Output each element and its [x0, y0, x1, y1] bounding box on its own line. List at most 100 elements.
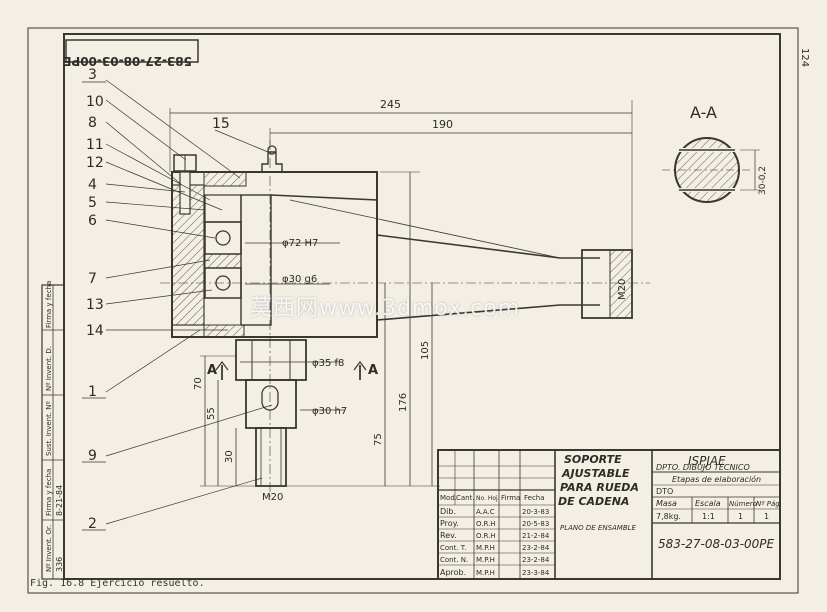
balloon-15: 15: [212, 116, 230, 132]
tb-scale-header: Escala: [695, 499, 721, 508]
side-label-2: Sust. Invent. Nº: [45, 401, 53, 456]
tb-stage-label: Etapas de elaboración: [672, 474, 761, 484]
balloon-2: 2: [88, 516, 97, 532]
tb-number-header: Número: [729, 500, 757, 508]
section-marker-right: A: [368, 363, 378, 378]
tb-row-0-name: A.A.C: [476, 508, 495, 516]
housing-bottom-lip: [203, 324, 245, 338]
grease-nipple: [261, 151, 283, 172]
housing-top-lip: [203, 171, 247, 187]
code-stamp: 583-27-08-03-00PE: [63, 39, 199, 68]
tb-row-4-name: M.P.H: [476, 556, 495, 564]
tb-drawing-number: 583-27-08-03-00PE: [658, 537, 775, 551]
arm-bottom-edge: [376, 304, 600, 321]
bearing-spacer: [204, 253, 242, 269]
section-dim: 30-0,2: [758, 166, 768, 195]
tb-title-0: SOPORTE: [564, 453, 622, 466]
tb-plan-type: PLANO DE ENSAMBLE: [560, 524, 637, 532]
tb-row-1-role: Proy.: [440, 519, 459, 528]
tb-title-2: PARA RUEDA: [560, 481, 639, 494]
tb-row-2-date: 21-2-84: [522, 532, 550, 540]
balloon-11: 11: [86, 137, 104, 153]
dim-shaft-35: φ35 f8: [312, 358, 344, 369]
tb-row-0-date: 20-3-83: [522, 508, 549, 516]
dim-70: 70: [193, 377, 204, 390]
dim-55: 55: [206, 407, 217, 420]
tb-mass-header: Masa: [656, 499, 677, 508]
bearing-upper: [204, 221, 242, 255]
balloon-10: 10: [86, 94, 104, 110]
housing-wall-left: [171, 184, 205, 326]
tb-row-2-name: O.R.H: [476, 532, 496, 540]
tb-number-value: 1: [738, 512, 743, 521]
tb-header-hoj: No. Hoj.: [476, 495, 500, 502]
balloon-13: 13: [86, 297, 104, 313]
dim-190: 190: [432, 118, 453, 131]
threaded-end: [255, 427, 287, 487]
balloon-5: 5: [88, 195, 97, 211]
adjust-shaft: [245, 379, 297, 429]
dim-m20-end: M20: [617, 279, 628, 300]
section-label: A-A: [690, 103, 717, 122]
figure-caption: Fig. 16.8 Ejercicio resuelto.: [30, 578, 205, 589]
balloon-9: 9: [88, 448, 97, 464]
code-stamp-text: 583-27-08-03-00PE: [63, 54, 192, 68]
title-block: [437, 449, 781, 580]
tb-header-firma: Firma: [501, 494, 520, 502]
page-number: 124: [799, 48, 810, 67]
dim-105: 105: [420, 341, 431, 360]
balloon-6: 6: [88, 213, 97, 229]
side-label-4: Firma y fecha: [45, 281, 53, 328]
section-view-a-a: [662, 137, 760, 203]
dim-75: 75: [373, 433, 384, 446]
outer-border: [27, 27, 799, 594]
tb-title-1: AJUSTABLE: [561, 467, 630, 480]
tb-header-mod: Mod.: [440, 494, 457, 502]
side-value-1: 8-21-84: [55, 485, 64, 516]
tb-header-fecha: Fecha: [524, 494, 545, 502]
tb-row-4-role: Cont. N.: [440, 556, 468, 564]
dim-30: 30: [224, 450, 235, 463]
balloon-7: 7: [88, 271, 97, 287]
arm-top-edge: [270, 194, 600, 259]
dim-m20-bottom: M20: [262, 492, 283, 503]
tb-row-2-role: Rev.: [440, 531, 457, 540]
tb-row-3-date: 23-2-84: [522, 544, 550, 552]
tb-row-0-role: Dib.: [440, 507, 456, 516]
side-label-3: Nº Invent. D.: [45, 346, 53, 391]
tb-row-5-name: M.P.H: [476, 569, 495, 577]
bearing-cover: [204, 194, 242, 223]
tb-mass-value: 7,8kg.: [656, 512, 681, 521]
dim-shaft-30h7: φ30 h7: [312, 406, 347, 417]
tb-row-3-name: M.P.H: [476, 544, 495, 552]
tb-row-1-date: 20-5-83: [522, 520, 549, 528]
section-marker-left: A: [207, 363, 217, 378]
tb-row-3-role: Cont. T.: [440, 544, 466, 552]
tb-row-4-date: 23-2-84: [522, 556, 550, 564]
watermark: 莫西网www.3dmox.com: [250, 296, 521, 321]
side-strip: Nº Invent. Or. Firma y fecha Sust. Inven…: [41, 281, 65, 580]
balloon-8: 8: [88, 115, 97, 131]
side-label-1: Firma y fecha: [45, 469, 53, 516]
tb-row-5-role: Aprob.: [440, 568, 466, 577]
tb-row-1-name: O.R.H: [476, 520, 496, 528]
tb-row-5-date: 23-3-84: [522, 569, 550, 577]
dim-bore-72: φ72 H7: [282, 238, 318, 249]
balloon-12: 12: [86, 155, 104, 171]
bolt-shank: [179, 171, 191, 215]
tb-header-cant: Cant.: [456, 494, 475, 502]
dim-176: 176: [398, 393, 409, 412]
side-label-0: Nº Invent. Or.: [45, 525, 53, 572]
shaft-bore: [240, 194, 272, 326]
dim-bore-30g6: φ30 g6: [282, 274, 317, 285]
tb-department: DPTO. DIBUJO TÉCNICO: [656, 461, 750, 472]
side-value-0: 336: [55, 557, 64, 572]
dim-245: 245: [380, 98, 401, 111]
tb-title-3: DE CADENA: [558, 495, 629, 508]
tb-scale-value: 1:1: [702, 512, 715, 521]
tb-institution: ISPJAE: [688, 454, 726, 468]
arm-end-thread: [609, 249, 633, 319]
assembly-view: [160, 100, 650, 500]
